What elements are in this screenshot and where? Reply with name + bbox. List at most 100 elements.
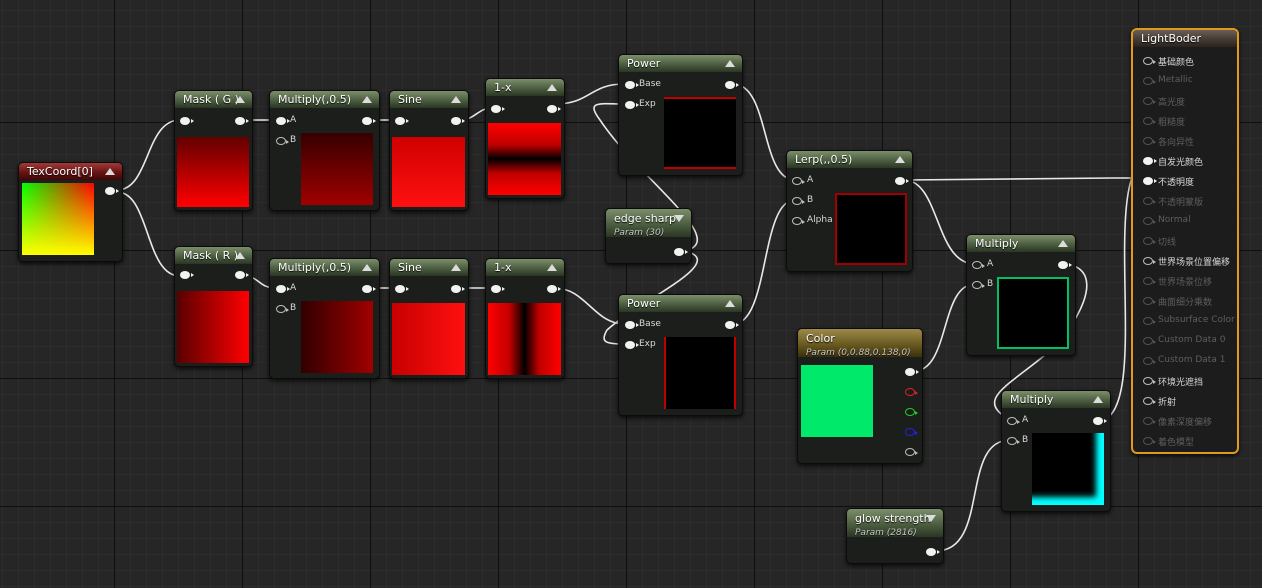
material-input-pin[interactable] — [1143, 97, 1156, 105]
input-pin-a[interactable] — [792, 177, 805, 185]
material-input-pin[interactable] — [1143, 317, 1156, 325]
input-pin-a[interactable] — [1007, 417, 1020, 425]
output-pin[interactable] — [674, 248, 688, 256]
oneminus-top-node[interactable]: 1-x — [485, 78, 565, 199]
material-input-pin[interactable] — [1143, 57, 1156, 65]
input-pin-b[interactable] — [1007, 437, 1020, 445]
output-pin[interactable] — [1093, 417, 1107, 425]
edge-sharp-header[interactable]: edge sharp Param (30) — [606, 209, 691, 238]
power-bot-node[interactable]: Power Base Exp — [618, 294, 743, 416]
edge-sharp-node[interactable]: edge sharp Param (30) — [605, 208, 692, 264]
collapse-arrow-icon[interactable] — [105, 168, 115, 175]
material-input-pin[interactable] — [1143, 397, 1156, 405]
output-pin-r[interactable] — [905, 388, 918, 396]
material-input-pin[interactable] — [1143, 277, 1156, 285]
output-pin[interactable] — [895, 177, 909, 185]
material-input-row[interactable]: 着色模型 — [1133, 434, 1237, 454]
collapse-arrow-icon[interactable] — [235, 96, 245, 103]
output-pin[interactable] — [547, 285, 561, 293]
collapse-arrow-icon[interactable] — [547, 84, 557, 91]
collapse-arrow-icon[interactable] — [725, 60, 735, 67]
material-input-row[interactable]: 环境光遮挡 — [1133, 374, 1237, 394]
material-input-pin[interactable] — [1143, 77, 1156, 85]
output-pin[interactable] — [547, 105, 561, 113]
material-input-pin[interactable] — [1143, 297, 1156, 305]
material-input-pin[interactable] — [1143, 117, 1156, 125]
multiply-low-header[interactable]: Multiply — [1002, 391, 1110, 408]
input-pin-base[interactable] — [625, 81, 639, 89]
output-pin-g[interactable] — [905, 408, 918, 416]
input-pin-a[interactable] — [972, 261, 985, 269]
mask-g-node[interactable]: Mask ( G ) — [174, 90, 253, 211]
output-pin[interactable] — [926, 548, 940, 556]
power-top-node[interactable]: Power Base Exp — [618, 54, 743, 176]
collapse-arrow-icon[interactable] — [235, 252, 245, 259]
collapse-arrow-icon[interactable] — [1093, 396, 1103, 403]
glow-strength-node[interactable]: glow strength Param (2816) — [846, 508, 944, 564]
material-input-row[interactable]: 粗糙度 — [1133, 114, 1237, 134]
oneminus-bot-header[interactable]: 1-x — [486, 259, 564, 276]
material-input-row[interactable]: 折射 — [1133, 394, 1237, 414]
sine-bot-node[interactable]: Sine — [389, 258, 469, 379]
collapse-arrow-icon[interactable] — [547, 264, 557, 271]
material-input-row[interactable]: 曲面细分乘数 — [1133, 294, 1237, 314]
material-input-pin[interactable] — [1143, 357, 1156, 365]
material-input-pin[interactable] — [1143, 257, 1156, 265]
material-input-row[interactable]: Metallic — [1133, 74, 1237, 94]
glow-strength-header[interactable]: glow strength Param (2816) — [847, 509, 943, 538]
mask-g-header[interactable]: Mask ( G ) — [175, 91, 252, 108]
material-input-row[interactable]: 不透明度 — [1133, 174, 1237, 194]
sine-top-node[interactable]: Sine — [389, 90, 469, 211]
input-pin[interactable] — [395, 285, 409, 293]
material-input-row[interactable]: 像素深度偏移 — [1133, 414, 1237, 434]
output-pin[interactable] — [725, 81, 739, 89]
mask-r-header[interactable]: Mask ( R ) — [175, 247, 252, 264]
multiply-low-node[interactable]: Multiply A B — [1001, 390, 1111, 512]
output-pin[interactable] — [451, 285, 465, 293]
output-pin[interactable] — [235, 117, 249, 125]
material-input-row[interactable]: Custom Data 0 — [1133, 334, 1237, 354]
output-pin[interactable] — [451, 117, 465, 125]
material-input-row[interactable]: 世界场景位移 — [1133, 274, 1237, 294]
mask-r-node[interactable]: Mask ( R ) — [174, 246, 253, 367]
sine-top-header[interactable]: Sine — [390, 91, 468, 108]
color-header[interactable]: Color Param (0,0.88,0.138,0) — [798, 329, 922, 358]
material-input-pin[interactable] — [1143, 377, 1156, 385]
collapse-arrow-icon[interactable] — [895, 156, 905, 163]
material-input-row[interactable]: 切线 — [1133, 234, 1237, 254]
input-pin[interactable] — [491, 105, 505, 113]
material-input-pin[interactable] — [1143, 157, 1157, 165]
input-pin-exp[interactable] — [625, 101, 639, 109]
oneminus-top-header[interactable]: 1-x — [486, 79, 564, 96]
material-input-pin[interactable] — [1143, 337, 1156, 345]
material-output-header[interactable]: LightBoder — [1133, 30, 1237, 47]
input-pin-exp[interactable] — [625, 341, 639, 349]
collapse-arrow-icon[interactable] — [362, 264, 372, 271]
oneminus-bot-node[interactable]: 1-x — [485, 258, 565, 379]
multiply-bot-header[interactable]: Multiply(,0.5) — [270, 259, 379, 276]
material-input-pin[interactable] — [1143, 417, 1156, 425]
material-input-row[interactable]: 基础颜色 — [1133, 54, 1237, 74]
output-pin[interactable] — [725, 321, 739, 329]
multiply-top-header[interactable]: Multiply(,0.5) — [270, 91, 379, 108]
input-pin-b[interactable] — [276, 305, 289, 313]
power-top-header[interactable]: Power — [619, 55, 742, 72]
output-pin[interactable] — [105, 187, 119, 195]
input-pin-base[interactable] — [625, 321, 639, 329]
color-node[interactable]: Color Param (0,0.88,0.138,0) — [797, 328, 923, 464]
sine-bot-header[interactable]: Sine — [390, 259, 468, 276]
input-pin-b[interactable] — [792, 197, 805, 205]
collapse-arrow-icon[interactable] — [451, 96, 461, 103]
lerp-header[interactable]: Lerp(,,0.5) — [787, 151, 912, 168]
texcoord-node[interactable]: TexCoord[0] — [18, 162, 123, 262]
collapse-arrow-icon[interactable] — [725, 300, 735, 307]
material-input-row[interactable]: Normal — [1133, 214, 1237, 234]
output-pin[interactable] — [235, 271, 249, 279]
multiply-top-node[interactable]: Multiply(,0.5) A B — [269, 90, 380, 211]
multiply-mid-header[interactable]: Multiply — [967, 235, 1075, 252]
multiply-bot-node[interactable]: Multiply(,0.5) A B — [269, 258, 380, 379]
input-pin-alpha[interactable] — [792, 217, 805, 225]
output-pin-a[interactable] — [905, 448, 918, 456]
input-pin-a[interactable] — [276, 117, 290, 125]
